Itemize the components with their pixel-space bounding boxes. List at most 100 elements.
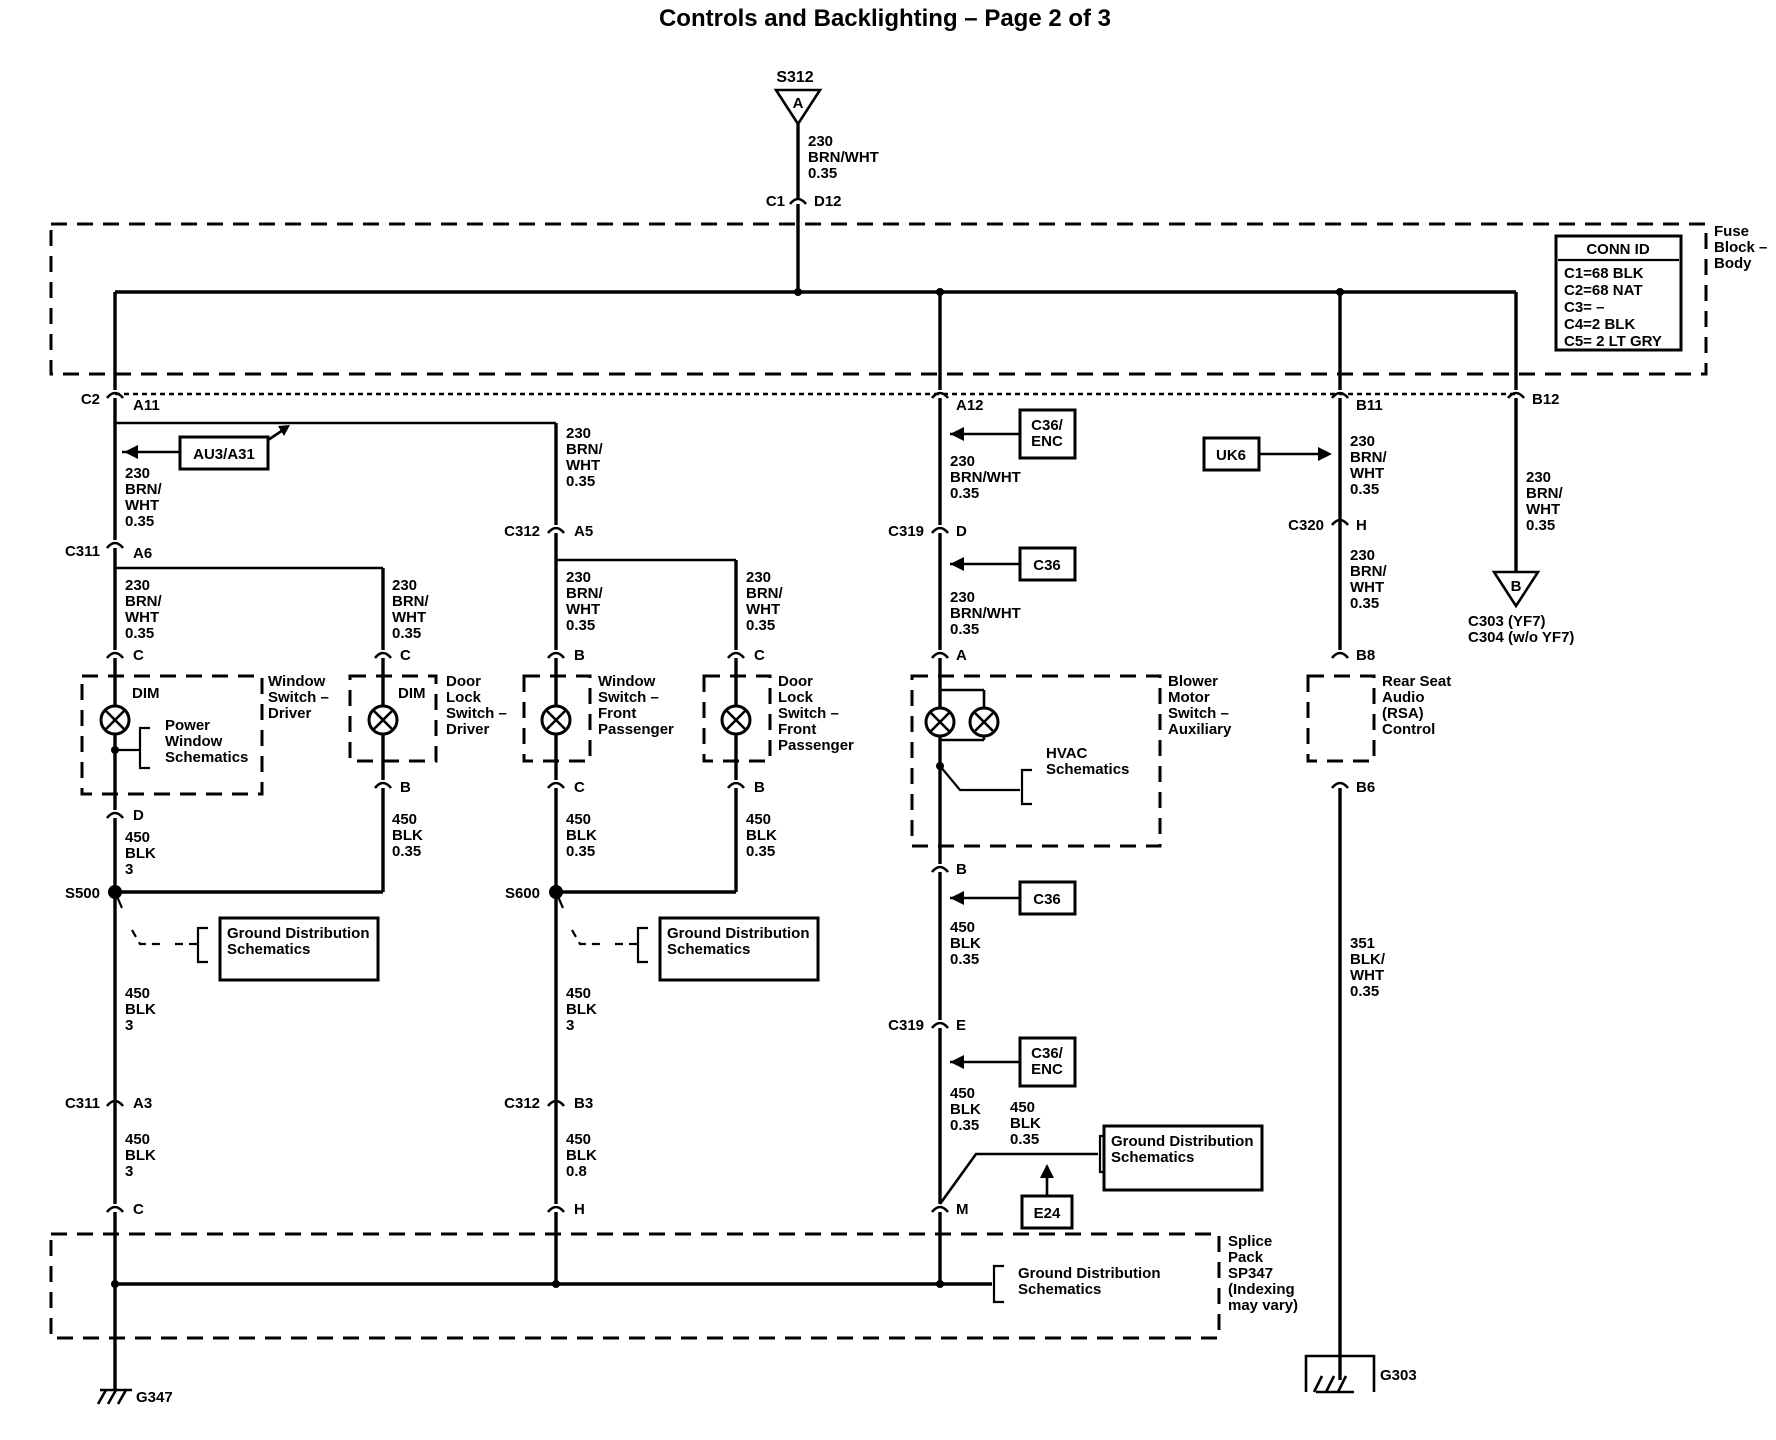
svg-text:B8: B8 bbox=[1356, 647, 1375, 664]
svg-text:230: 230 bbox=[808, 133, 833, 150]
svg-text:BLK: BLK bbox=[746, 827, 777, 844]
window-switch-driver-label: Window Switch – Driver bbox=[268, 673, 329, 722]
ground-distribution-ref-1 bbox=[218, 916, 380, 982]
svg-text:0.35: 0.35 bbox=[1350, 595, 1379, 612]
b11-label: B11 bbox=[1356, 397, 1383, 414]
wire-label-g8: 450 BLK 3 bbox=[566, 985, 597, 1034]
svg-text:C36: C36 bbox=[1033, 891, 1061, 908]
wire-label-w11: 230 BRN/WHT 0.35 bbox=[950, 589, 1021, 638]
svg-text:230: 230 bbox=[746, 569, 771, 586]
option-e24 bbox=[1020, 1194, 1074, 1230]
svg-text:0.35: 0.35 bbox=[1526, 517, 1555, 534]
svg-text:B: B bbox=[1511, 578, 1522, 595]
c2-label: C2 bbox=[81, 391, 100, 408]
s312-triangle bbox=[773, 88, 823, 127]
svg-text:BLK: BLK bbox=[125, 845, 156, 862]
wire-label-w7: 230 BRN/ WHT 0.35 bbox=[566, 569, 603, 634]
svg-text:BLK: BLK bbox=[950, 1101, 981, 1118]
page-title: Controls and Backlighting – Page 2 of 3 bbox=[659, 5, 1111, 32]
hvac-ref: HVAC Schematics bbox=[1046, 745, 1129, 778]
svg-text:Schematics: Schematics bbox=[1111, 1149, 1194, 1166]
svg-text:BRN/: BRN/ bbox=[392, 593, 429, 610]
svg-text:WHT: WHT bbox=[746, 601, 780, 618]
option-c36-b bbox=[1018, 880, 1077, 916]
wire-label-w12: 230 BRN/ WHT 0.35 bbox=[1350, 547, 1387, 612]
svg-text:450: 450 bbox=[125, 985, 150, 1002]
c311-a3-label: C311 bbox=[65, 1095, 100, 1112]
c1-label: C1 bbox=[766, 193, 785, 210]
dim-label: DIM bbox=[398, 685, 426, 702]
fuse-block-outline bbox=[49, 222, 1708, 376]
svg-text:BLK: BLK bbox=[950, 935, 981, 952]
wire-label-w5: 230 BRN/ WHT 0.35 bbox=[566, 425, 603, 490]
svg-text:B: B bbox=[754, 779, 765, 796]
svg-text:Schematics: Schematics bbox=[227, 941, 310, 958]
svg-text:Ground Distribution: Ground Distribution bbox=[1018, 1265, 1160, 1282]
svg-text:0.35: 0.35 bbox=[392, 625, 421, 642]
svg-text:230: 230 bbox=[125, 577, 150, 594]
g347-label: G347 bbox=[136, 1389, 173, 1406]
svg-text:UK6: UK6 bbox=[1216, 447, 1246, 464]
conn-id-table bbox=[1554, 234, 1683, 352]
svg-text:BRN/: BRN/ bbox=[125, 481, 162, 498]
c319-d-label: C319 bbox=[888, 523, 924, 540]
svg-text:WHT: WHT bbox=[1526, 501, 1560, 518]
svg-text:3: 3 bbox=[566, 1017, 574, 1034]
svg-text:C: C bbox=[133, 1201, 144, 1218]
svg-text:Window: Window bbox=[268, 673, 326, 690]
svg-text:Door: Door bbox=[446, 673, 481, 690]
svg-text:Power: Power bbox=[165, 717, 210, 734]
conn-id-list: C1=68 BLK C2=68 NAT C3= – C4=2 BLK C5= 2… bbox=[1564, 265, 1662, 350]
svg-text:0.35: 0.35 bbox=[746, 843, 775, 860]
svg-text:0.35: 0.35 bbox=[125, 625, 154, 642]
svg-text:Fuse: Fuse bbox=[1714, 223, 1749, 240]
svg-text:450: 450 bbox=[566, 1131, 591, 1148]
svg-text:Schematics: Schematics bbox=[1018, 1281, 1101, 1298]
svg-text:H: H bbox=[1356, 517, 1367, 534]
svg-text:H: H bbox=[574, 1201, 585, 1218]
wire-label-g5: 450 BLK 0.35 bbox=[950, 1085, 981, 1134]
svg-text:Passenger: Passenger bbox=[598, 721, 674, 738]
svg-text:BRN/WHT: BRN/WHT bbox=[808, 149, 879, 166]
svg-text:WHT: WHT bbox=[566, 457, 600, 474]
svg-text:Control: Control bbox=[1382, 721, 1435, 738]
svg-text:Schematics: Schematics bbox=[667, 941, 750, 958]
svg-text:0.35: 0.35 bbox=[746, 617, 775, 634]
svg-text:Front: Front bbox=[778, 721, 816, 738]
svg-text:Ground Distribution: Ground Distribution bbox=[1111, 1133, 1253, 1150]
connector-b-triangle bbox=[1491, 570, 1541, 609]
dim-label: DIM bbox=[132, 685, 160, 702]
wire-label-w3: 230 BRN/ WHT 0.35 bbox=[125, 577, 162, 642]
svg-text:230: 230 bbox=[392, 577, 417, 594]
wire-label-g4: 450 BLK 0.35 bbox=[746, 811, 777, 860]
svg-text:M: M bbox=[956, 1201, 969, 1218]
svg-text:A3: A3 bbox=[133, 1095, 152, 1112]
blower-motor-switch-label: Blower Motor Switch – Auxiliary bbox=[1168, 673, 1232, 738]
svg-text:C: C bbox=[400, 647, 411, 664]
svg-text:C4=2 BLK: C4=2 BLK bbox=[1564, 316, 1635, 333]
option-uk6 bbox=[1202, 436, 1261, 472]
svg-text:0.35: 0.35 bbox=[950, 621, 979, 638]
fuse-block-label: Fuse Block – Body bbox=[1714, 223, 1767, 272]
svg-text:BRN/: BRN/ bbox=[746, 585, 783, 602]
option-c36-a bbox=[1018, 546, 1077, 582]
wire-label-g2: 450 BLK 0.35 bbox=[392, 811, 423, 860]
wire-label-g6: 450 BLK 3 bbox=[125, 985, 156, 1034]
option-c36-enc-1 bbox=[1018, 408, 1077, 460]
svg-text:230: 230 bbox=[1526, 469, 1551, 486]
svg-text:Auxiliary: Auxiliary bbox=[1168, 721, 1232, 738]
svg-text:0.35: 0.35 bbox=[950, 951, 979, 968]
svg-text:B6: B6 bbox=[1356, 779, 1375, 796]
svg-text:450: 450 bbox=[950, 1085, 975, 1102]
svg-text:3: 3 bbox=[125, 1017, 133, 1034]
svg-text:230: 230 bbox=[950, 589, 975, 606]
svg-text:Switch –: Switch – bbox=[446, 705, 507, 722]
ground-g347-icon bbox=[96, 1388, 132, 1405]
svg-text:ENC: ENC bbox=[1031, 433, 1063, 450]
svg-text:450: 450 bbox=[392, 811, 417, 828]
c303-label: C303 (YF7) bbox=[1468, 613, 1546, 630]
svg-text:0.35: 0.35 bbox=[1350, 983, 1379, 1000]
svg-text:Switch –: Switch – bbox=[598, 689, 659, 706]
conn-id-header: CONN ID bbox=[1586, 241, 1650, 258]
